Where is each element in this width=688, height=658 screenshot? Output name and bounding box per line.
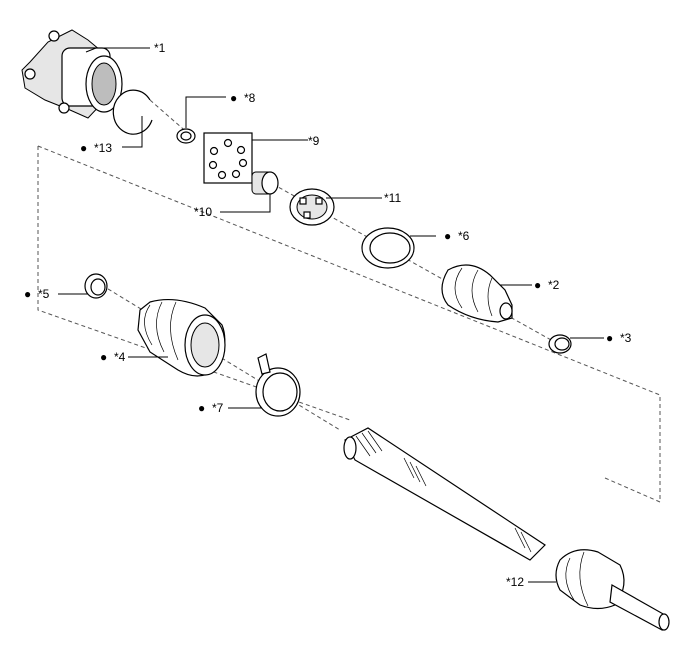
label-c2: *2 bbox=[548, 278, 560, 292]
label-c7: *7 bbox=[212, 401, 224, 415]
drive-shaft-part bbox=[343, 427, 670, 631]
joint-housing-part bbox=[21, 29, 123, 119]
bullet-c8: ● bbox=[230, 91, 237, 105]
leader-lines bbox=[58, 47, 604, 583]
label-c12: *12 bbox=[506, 575, 524, 589]
bullet-c7: ● bbox=[198, 401, 205, 415]
label-c6: *6 bbox=[458, 229, 470, 243]
label-c4: *4 bbox=[114, 350, 126, 364]
bullet-c6: ● bbox=[444, 229, 451, 243]
bullet-c4: ● bbox=[100, 350, 107, 364]
inboard-boot-part bbox=[137, 298, 226, 377]
label-c8: *8 bbox=[244, 91, 256, 105]
cage-part bbox=[289, 188, 335, 226]
boot-clamp-inboard-small-part bbox=[84, 273, 108, 299]
outboard-boot-part bbox=[441, 264, 513, 323]
bullet-c5: ● bbox=[24, 287, 31, 301]
label-c11: *11 bbox=[384, 191, 401, 205]
boot-clamp-large-part bbox=[361, 227, 415, 269]
label-c9: *9 bbox=[308, 134, 320, 148]
small-snap-ring-part bbox=[176, 128, 196, 144]
label-c3: *3 bbox=[620, 331, 632, 345]
steel-balls-part bbox=[203, 132, 253, 184]
label-c1: *1 bbox=[154, 41, 166, 55]
label-c5: *5 bbox=[38, 287, 50, 301]
label-c13: *13 bbox=[94, 141, 112, 155]
callout-labels: *1 ● *8 ● *13 *9 *10 *11 ● *6 ● *2 ● *3 … bbox=[24, 41, 632, 589]
boot-clamp-large-inboard-part bbox=[255, 353, 301, 417]
label-c10: *10 bbox=[194, 205, 212, 219]
bullet-c2: ● bbox=[534, 278, 541, 292]
inner-race-part bbox=[251, 171, 279, 195]
boot-clamp-small-part bbox=[548, 334, 572, 354]
bullet-c3: ● bbox=[606, 331, 613, 345]
bullet-c13: ● bbox=[80, 141, 87, 155]
snap-ring-part bbox=[112, 89, 153, 135]
